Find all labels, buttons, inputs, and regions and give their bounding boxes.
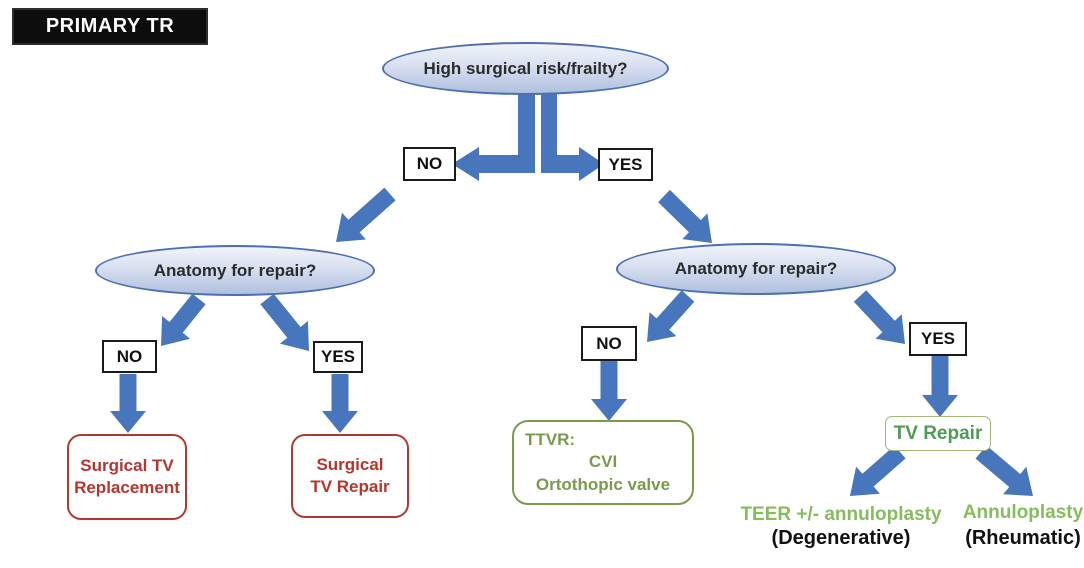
outcome-surgical-tv-repair-line1: Surgical <box>316 454 384 474</box>
diagram-title-label: PRIMARY TR <box>45 15 175 37</box>
root-no-label: NO <box>416 154 443 173</box>
flow-arrow <box>541 94 604 181</box>
flow-arrow <box>591 361 627 421</box>
leaf-rheumatic-label: (Rheumatic) <box>965 527 1081 549</box>
flow-arrow <box>452 94 535 181</box>
right-branch-yes-label: YES <box>920 329 956 348</box>
outcome-surgical-tv-replacement-line2: Replacement <box>74 478 180 497</box>
leaf-rheumatic: (Rheumatic) <box>923 527 1084 550</box>
decision-left-anatomy-for-repair: Anatomy for repair? <box>95 245 375 296</box>
decision-root-label: High surgical risk/frailty? <box>423 58 628 78</box>
flow-arrow <box>850 445 906 496</box>
right-branch-no-label: NO <box>596 333 622 353</box>
flow-arrow <box>922 356 958 417</box>
outcome-tv-repair: TV Repair <box>885 416 991 451</box>
flow-arrow <box>336 187 396 242</box>
decision-root-high-surgical-risk: High surgical risk/frailty? <box>382 42 669 95</box>
left-branch-yes-box: YES <box>313 341 363 373</box>
right-branch-no-box: NO <box>581 326 637 361</box>
outcome-ttvr: TTVR: CVI Ortothopic valve <box>512 420 694 505</box>
decision-right-anatomy-for-repair: Anatomy for repair? <box>616 243 896 295</box>
flow-arrow <box>853 290 905 344</box>
leaf-annuloplasty: Annuloplasty <box>923 502 1084 524</box>
left-branch-yes-label: YES <box>320 347 356 366</box>
leaf-degenerative: (Degenerative) <box>731 527 951 550</box>
right-branch-yes-box: YES <box>909 322 967 356</box>
flow-arrow <box>161 293 206 346</box>
outcome-ttvr-line2: CVI <box>588 452 618 472</box>
flow-arrow <box>975 445 1033 496</box>
outcome-surgical-tv-replacement: Surgical TV Replacement <box>67 434 187 520</box>
outcome-ttvr-line3: Ortothopic valve <box>535 474 671 494</box>
outcome-surgical-tv-replacement-line1: Surgical TV <box>80 455 174 475</box>
flow-arrow <box>322 374 358 433</box>
root-no-box: NO <box>403 147 456 181</box>
left-branch-no-label: NO <box>116 346 143 366</box>
decision-right-label: Anatomy for repair? <box>674 259 838 278</box>
outcome-surgical-tv-repair: Surgical TV Repair <box>291 434 409 518</box>
root-yes-label: YES <box>608 154 643 174</box>
left-branch-no-box: NO <box>102 340 157 373</box>
leaf-annuloplasty-label: Annuloplasty <box>962 502 1084 523</box>
leaf-teer-annuloplasty: TEER +/- annuloplasty <box>731 504 951 526</box>
outcome-ttvr-line1: TTVR: <box>525 430 576 450</box>
outcome-tv-repair-label: TV Repair <box>893 422 983 444</box>
diagram-title: PRIMARY TR <box>12 8 208 45</box>
root-yes-box: YES <box>598 148 653 181</box>
flow-arrow <box>658 189 712 243</box>
flow-arrow <box>260 293 309 351</box>
outcome-surgical-tv-repair-line2: TV Repair <box>310 477 390 496</box>
flow-arrow <box>110 374 146 433</box>
flow-arrow <box>647 290 695 342</box>
leaf-degenerative-label: (Degenerative) <box>771 527 911 549</box>
decision-left-label: Anatomy for repair? <box>153 260 317 280</box>
leaf-teer-annuloplasty-label: TEER +/- annuloplasty <box>740 504 942 525</box>
